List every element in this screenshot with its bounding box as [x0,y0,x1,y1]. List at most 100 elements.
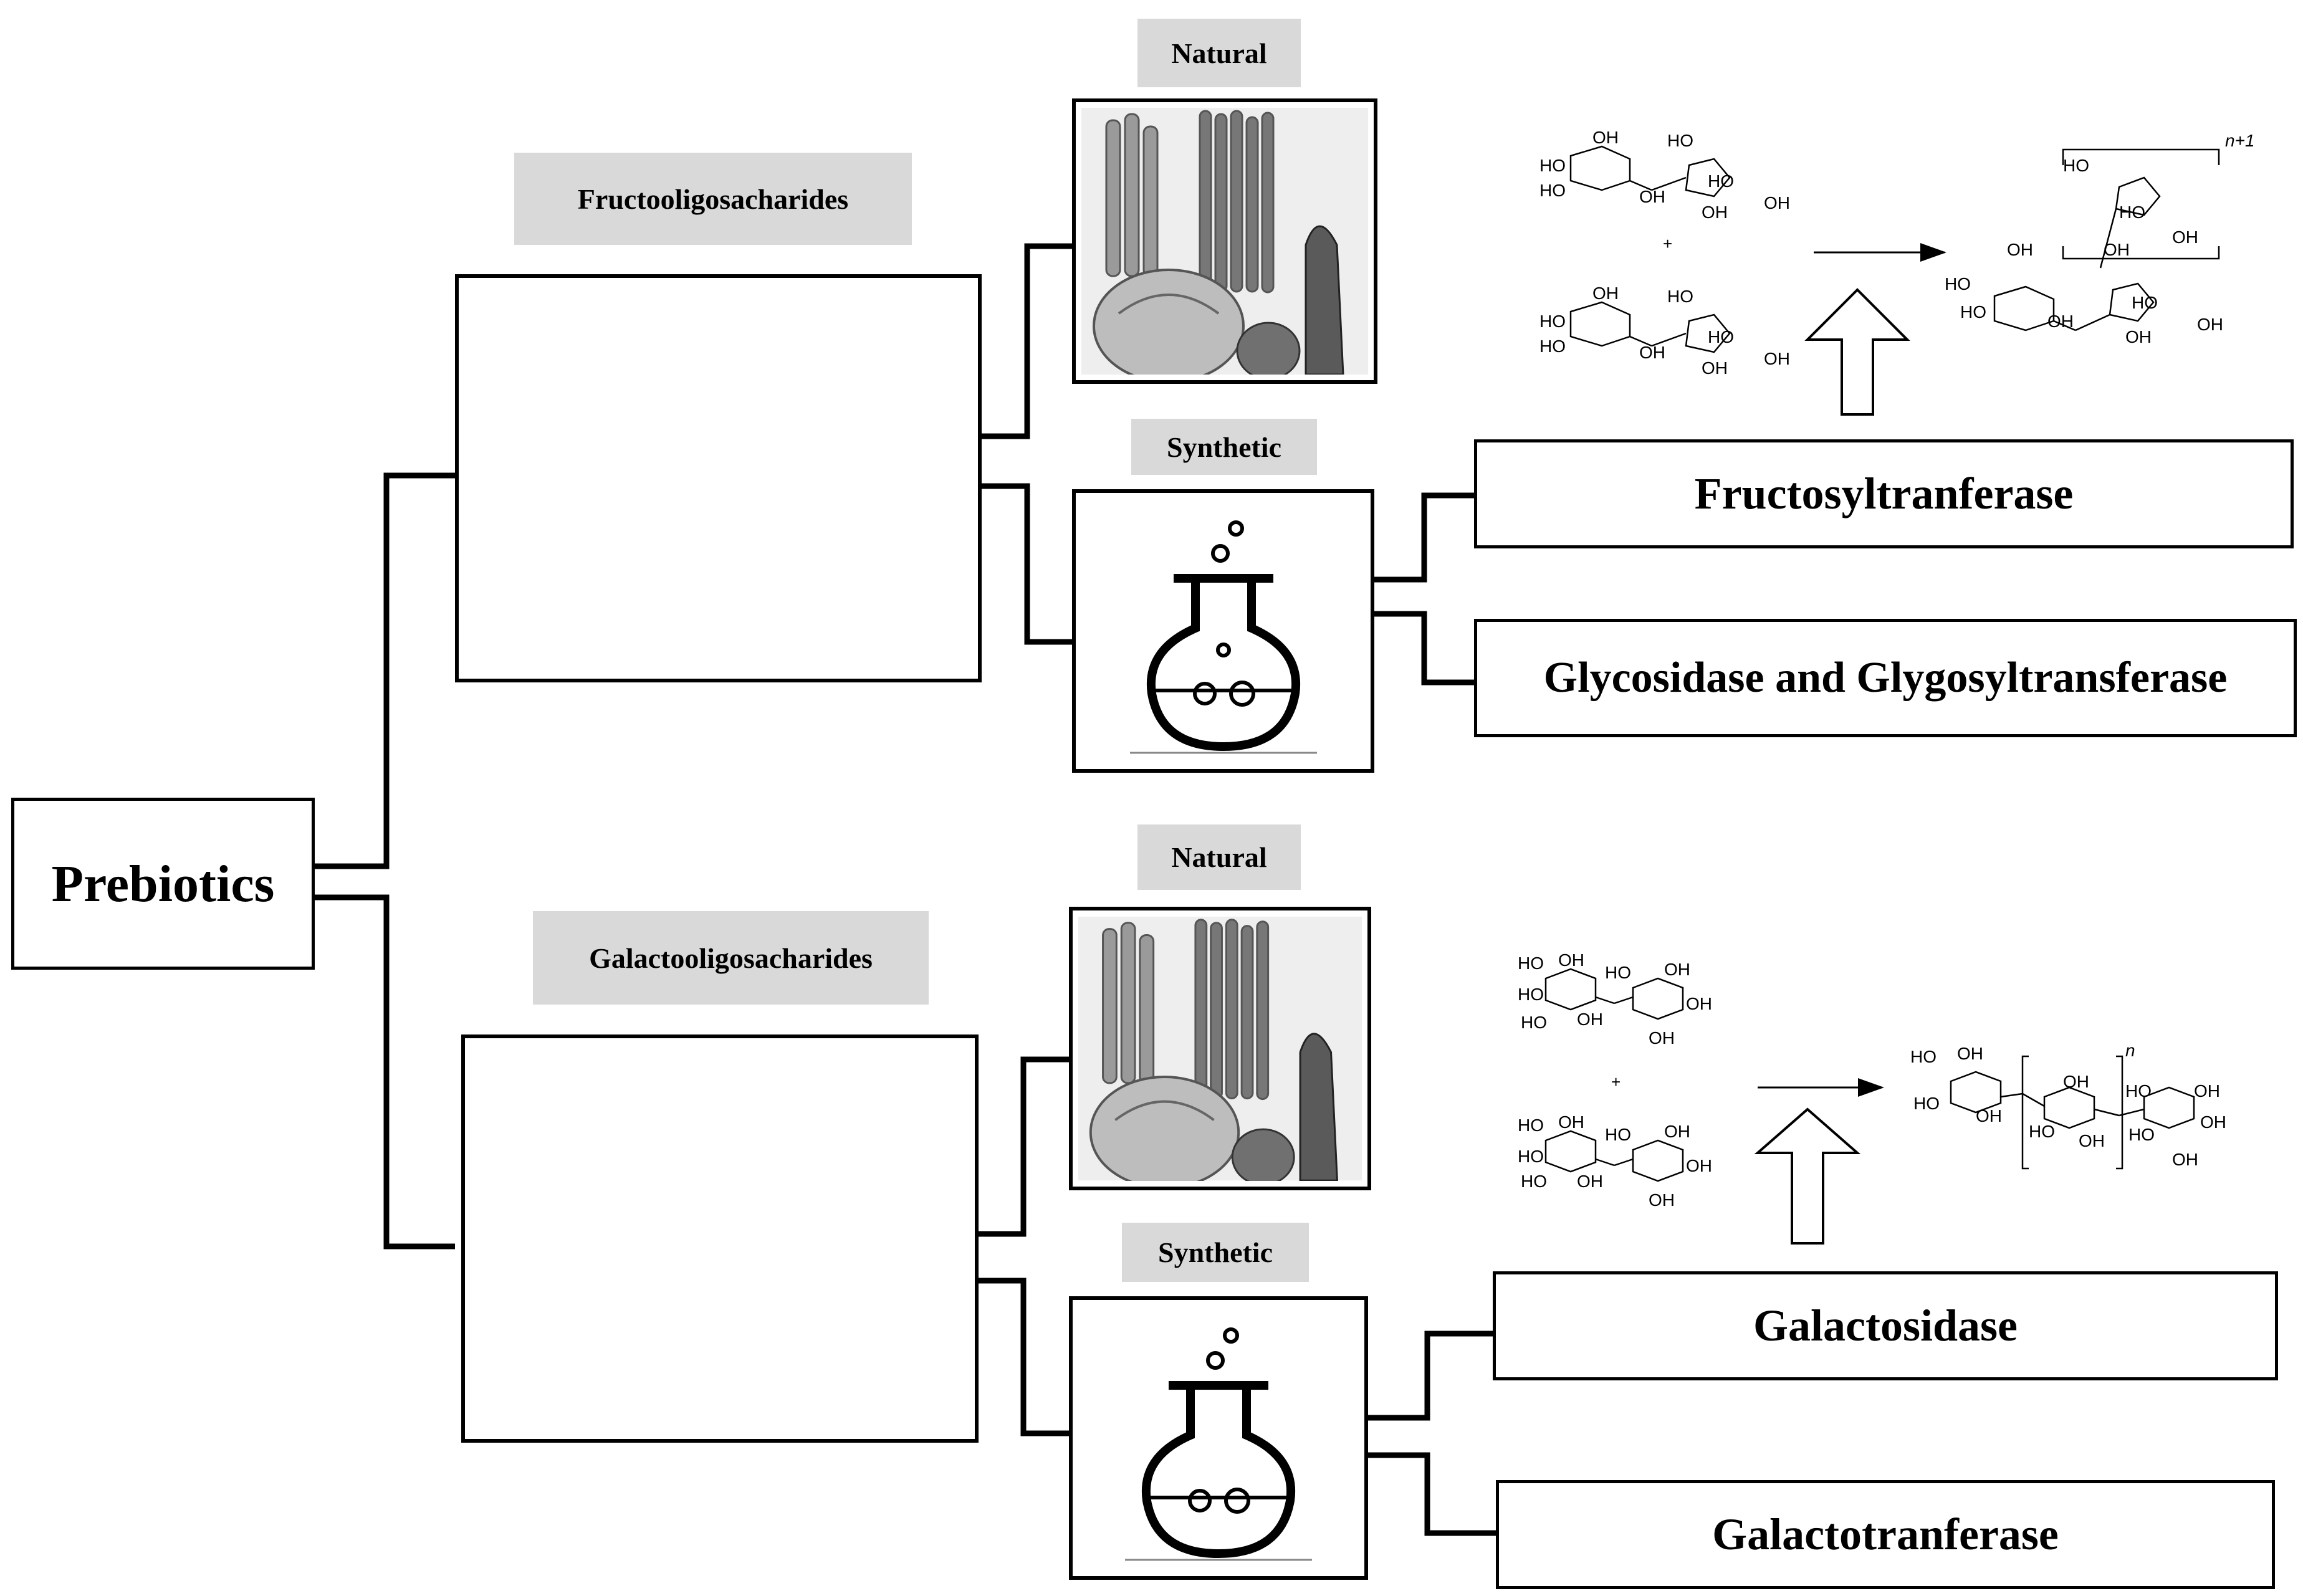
chem-label: HO [1539,156,1566,175]
chem-label: HO [1708,327,1734,346]
tree-connectors [315,243,1496,1536]
chem-label: OH [2172,227,2198,247]
chem-label: HO [1945,274,1971,294]
chem-label: HO [1539,312,1566,331]
connector-fos-natural [982,243,1072,439]
fos-hollow-up-arrow-icon [1804,288,1910,416]
chem-label: HO [1960,302,1986,322]
connector-gos-enzyme-2 [1368,1452,1496,1536]
prebiotics-box: Prebiotics [11,798,315,970]
chem-label: HO [1708,171,1734,191]
chem-label: HO [1910,1047,1937,1066]
chem-label: HO [1667,287,1693,306]
connector-fos-enzyme-1 [1374,492,1474,583]
chem-label: HO [1913,1094,1940,1113]
chem-label: OH [2079,1131,2105,1150]
gos-reaction-text: HO OH HO HO OH HO OH OH OH + HO OH HO HO… [1518,950,2226,1210]
chem-label: OH [2194,1081,2220,1101]
gos-enzyme-1-label: Galactosidase [1753,1301,2018,1350]
gos-title-text: Galactooligosacharides [589,942,873,974]
gos-enzyme-1-box: Galactosidase [1493,1271,2278,1380]
gos-natural-text: Natural [1171,841,1267,873]
chem-label: OH [1577,1172,1603,1191]
reaction-plus: + [1611,1073,1621,1091]
chem-label: OH [2063,1072,2089,1091]
fos-title-label: Fructooligosacharides [514,153,912,245]
connector-fos-enzyme-2 [1374,611,1474,686]
chem-label: HO [1539,337,1566,356]
fos-reaction-text: HO HO OH OH HO HO OH OH + HO HO OH OH HO… [1539,128,2255,378]
chem-label: OH [2197,315,2223,334]
chem-label: OH [1686,994,1712,1013]
chem-label: OH [1577,1010,1603,1029]
gos-synthetic-text: Synthetic [1158,1236,1273,1268]
connector-gos-synthetic [979,1278,1069,1436]
fos-repeat-label-small: n+1 [2225,131,2255,150]
connector-gos-natural [979,1056,1069,1237]
vegetables-photo-icon [1081,108,1368,375]
chem-label: OH [2047,312,2074,331]
gos-repeat-label-small: n [2125,1041,2135,1060]
gos-natural-label: Natural [1137,824,1301,890]
chem-label: OH [1649,1190,1675,1210]
reaction-plus: + [1663,234,1672,253]
chem-label: OH [1664,960,1690,979]
vegetables-photo-icon [1078,916,1362,1181]
connector-root-fos [315,472,455,869]
fos-synthetic-box [1072,489,1374,773]
fos-structure-box [455,274,982,682]
chem-label: OH [1764,193,1790,213]
chem-label: OH [1764,349,1790,368]
chem-label: OH [1686,1156,1712,1175]
chem-label: OH [1649,1028,1675,1048]
fos-title-text: Fructooligosacharides [577,183,849,215]
fos-synthetic-text: Synthetic [1167,431,1281,463]
chem-label: HO [2029,1122,2055,1141]
fos-enzyme-1-label: Fructosyltranferase [1694,469,2074,518]
chem-label: OH [1592,128,1619,147]
gos-title-label: Galactooligosacharides [533,911,929,1005]
chem-label: HO [2132,293,2158,312]
chem-label: HO [1518,985,1544,1004]
chem-label: OH [1702,203,1728,222]
prebiotics-label: Prebiotics [51,854,275,913]
gos-natural-image [1069,907,1371,1190]
fos-enzyme-2-box: Glycosidase and Glygosyltransferase [1474,619,2297,737]
gos-enzyme-2-box: Galactotranferase [1496,1480,2275,1589]
chem-label: OH [1702,358,1728,378]
connector-root-gos [315,894,455,1250]
connector-gos-enzyme-1 [1368,1331,1493,1421]
chem-label: HO [1521,1172,1547,1191]
fos-synthetic-label: Synthetic [1131,419,1317,475]
gos-enzyme-2-label: Galactotranferase [1712,1509,2059,1559]
fos-enzyme-2-label: Glycosidase and Glygosyltransferase [1543,654,2228,702]
fos-reaction [1569,145,2220,353]
chem-label: HO [2119,203,2145,222]
gos-synthetic-box [1069,1296,1368,1580]
gos-hollow-up-arrow-icon [1754,1107,1861,1245]
chem-label: HO [1539,181,1566,200]
gos-reaction [1544,968,2195,1182]
chem-label: OH [1639,187,1665,206]
chem-label: OH [2007,240,2033,259]
chem-label: OH [1664,1122,1690,1141]
flask-icon [1125,1327,1312,1560]
flask-icon [1129,520,1317,753]
chem-label: OH [1957,1044,1983,1063]
chem-label: HO [1605,1125,1631,1144]
chem-label: HO [1518,1116,1544,1135]
chem-label: OH [2125,327,2152,346]
chem-label: OH [1976,1106,2002,1125]
fos-natural-label: Natural [1137,19,1301,87]
chem-label: OH [1558,1112,1584,1132]
chem-label: OH [2200,1112,2226,1132]
chem-label: OH [1639,343,1665,362]
chem-label: HO [1605,963,1631,982]
connector-fos-synthetic [982,483,1072,645]
chem-label: HO [1518,1147,1544,1166]
chem-label: HO [2128,1125,2155,1144]
chem-label: HO [1521,1013,1547,1032]
chem-label: OH [2172,1150,2198,1169]
gos-structure-box [461,1035,979,1443]
chem-label: OH [2104,240,2130,259]
